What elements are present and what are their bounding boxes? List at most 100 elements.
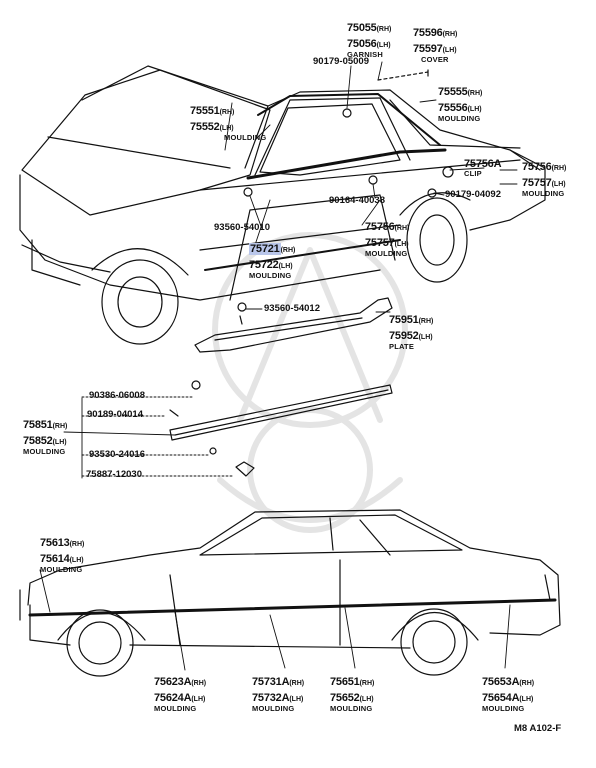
top-car-hood [21, 69, 271, 216]
top-leaders [224, 61, 518, 246]
desc-cover: COVER [421, 55, 449, 64]
diagram-code: M8 A102-F [514, 723, 562, 734]
desc-moulding: MOULDING [482, 704, 525, 713]
label-93560-54012: 93560-54012 [264, 303, 320, 314]
desc-clip: CLIP [464, 169, 482, 178]
suffix-rh: (RH) [191, 680, 207, 687]
suffix-rh: (RH) [52, 423, 68, 430]
suffix-lh: (LH) [551, 181, 566, 188]
label-75756-75757-lower: 75756(RH) 75757(LH) MOULDING [365, 218, 409, 258]
bottom-car-front-wheel [66, 609, 134, 677]
label-75055-75056: 75055(RH) 75056(LH) GARNISH [347, 19, 391, 59]
desc-moulding: MOULDING [23, 447, 66, 456]
label-75721-75722: 75721(RH) 75722(LH) MOULDING [249, 240, 295, 280]
desc-moulding: MOULDING [224, 133, 267, 142]
label-75651-75652: 75651(RH) 75652(LH) MOULDING [330, 673, 374, 713]
desc-moulding: MOULDING [154, 704, 197, 713]
part-number-75952: 75952 [389, 330, 419, 342]
part-number-75731a: 75731A [252, 676, 290, 688]
desc-moulding: MOULDING [438, 114, 481, 123]
suffix-rh: (RH) [418, 318, 434, 325]
top-car-roof [267, 89, 541, 171]
bottom-car [19, 509, 561, 677]
label-75851-75852: 75851(RH) 75852(LH) MOULDING [23, 416, 67, 456]
desc-moulding: MOULDING [365, 249, 408, 258]
suffix-lh: (LH) [359, 696, 374, 703]
part-number-75652: 75652 [330, 692, 360, 704]
part-number-75722: 75722 [249, 259, 279, 271]
suffix-rh: (RH) [69, 541, 85, 548]
suffix-rh: (RH) [376, 26, 392, 33]
suffix-lh: (LH) [289, 696, 304, 703]
suffix-lh: (LH) [519, 696, 534, 703]
part-number-75551: 75551 [190, 105, 220, 117]
desc-moulding: MOULDING [252, 704, 295, 713]
part-number-75756: 75756 [365, 221, 395, 233]
suffix-lh: (LH) [376, 42, 391, 49]
label-75596-75597: 75596(RH) 75597(LH) COVER [413, 24, 457, 64]
label-75613-75614: 75613(RH) 75614(LH) MOULDING [40, 534, 84, 574]
desc-moulding: MOULDING [330, 704, 373, 713]
label-75756-75757: 75756(RH) 75757(LH) MOULDING [522, 158, 566, 198]
top-car-door-window [259, 103, 401, 176]
label-90179-05009: 90179-05009 [313, 56, 369, 67]
suffix-lh: (LH) [394, 241, 409, 248]
label-90164-40038: 90164-40038 [329, 195, 385, 206]
top-car-front-wheel [101, 259, 179, 345]
suffix-lh: (LH) [418, 334, 433, 341]
desc-moulding: MOULDING [249, 271, 292, 280]
suffix-rh: (RH) [519, 680, 535, 687]
label-93560-54010: 93560-54010 [214, 222, 270, 233]
suffix-lh: (LH) [442, 47, 457, 54]
part-number-75852: 75852 [23, 435, 53, 447]
part-number-75596: 75596 [413, 27, 443, 39]
part-number-75552: 75552 [190, 121, 220, 133]
part-number-75055: 75055 [347, 22, 377, 34]
label-90189-04014: 90189-04014 [87, 409, 143, 420]
suffix-rh: (RH) [442, 31, 458, 38]
part-number-75056: 75056 [347, 38, 377, 50]
label-75731a-75732a: 75731A(RH) 75732A(LH) MOULDING [252, 673, 304, 713]
part-number-75721-highlighted[interactable]: 75721 [249, 243, 281, 255]
bottom-car-body [27, 509, 561, 636]
label-75555-75556: 75555(RH) 75556(LH) MOULDING [438, 83, 482, 123]
suffix-rh: (RH) [289, 680, 305, 687]
top-car [19, 65, 546, 345]
desc-moulding: MOULDING [522, 189, 565, 198]
suffix-rh: (RH) [394, 225, 410, 232]
part-number-75556: 75556 [438, 102, 468, 114]
suffix-lh: (LH) [467, 106, 482, 113]
part-number-75653a: 75653A [482, 676, 520, 688]
part-number-75951: 75951 [389, 314, 419, 326]
label-90386-06008: 90386-06008 [89, 390, 145, 401]
label-90179-04092: 90179-04092 [445, 189, 501, 200]
suffix-rh: (RH) [359, 680, 375, 687]
part-number-75757: 75757 [522, 177, 552, 189]
label-75623a-75624a: 75623A(RH) 75624A(LH) MOULDING [154, 673, 206, 713]
suffix-lh: (LH) [278, 263, 293, 270]
top-car-rear-wheel [406, 197, 468, 283]
part-number-75732a: 75732A [252, 692, 290, 704]
scuff-plate [194, 297, 393, 353]
suffix-rh: (RH) [219, 109, 235, 116]
part-number-75597: 75597 [413, 43, 443, 55]
part-number-75757: 75757 [365, 237, 395, 249]
top-car-windshield [81, 65, 269, 169]
part-number-75624a: 75624A [154, 692, 192, 704]
part-number-75623a: 75623A [154, 676, 192, 688]
suffix-lh: (LH) [69, 557, 84, 564]
part-number-75555: 75555 [438, 86, 468, 98]
label-75653a-75654a: 75653A(RH) 75654A(LH) MOULDING [482, 673, 534, 713]
suffix-lh: (LH) [52, 439, 67, 446]
part-number-75613: 75613 [40, 537, 70, 549]
label-93530-24016: 93530-24016 [89, 449, 145, 460]
suffix-rh: (RH) [280, 247, 296, 254]
suffix-rh: (RH) [551, 165, 567, 172]
part-number-75651: 75651 [330, 676, 360, 688]
suffix-lh: (LH) [191, 696, 206, 703]
suffix-lh: (LH) [219, 125, 234, 132]
watermark-emblem [212, 232, 408, 533]
label-75887-12030: 75887-12030 [86, 469, 142, 480]
